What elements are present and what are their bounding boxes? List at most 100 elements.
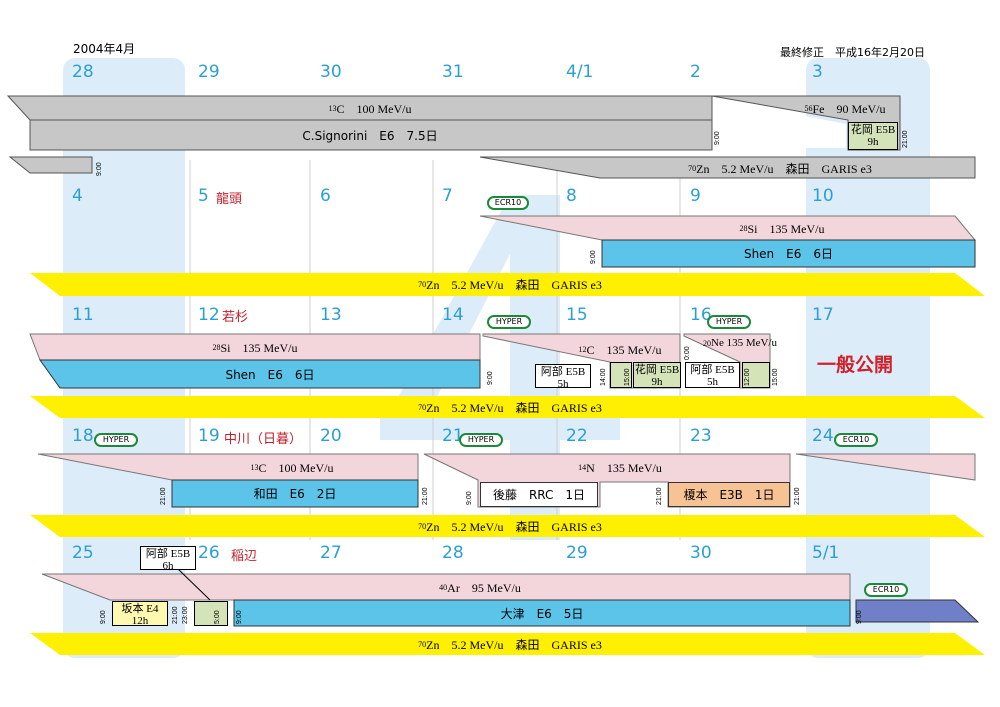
beam-label: C 135 MeV/u	[586, 342, 662, 357]
green-slot-w3a	[610, 362, 632, 388]
exp-name: 花岡 E5B	[634, 364, 680, 376]
day-number: 10	[812, 186, 834, 206]
open-day-label: 一般公開	[817, 354, 894, 376]
exp-name: 坂本 E4	[121, 603, 159, 615]
beam-label: C 100 MeV/u	[336, 101, 412, 116]
hyper-badge-w3b: HYPER	[707, 315, 751, 329]
ecr10-badge-w5: ECR10	[864, 583, 908, 597]
day-number: 20	[320, 426, 342, 446]
mass-number: 13	[250, 462, 259, 472]
beam-label: Zn 5.2 MeV/u 森田 GARIS e3	[696, 161, 872, 176]
holiday-w3: 若杉	[222, 310, 249, 325]
time-label: 9:00	[100, 610, 107, 624]
mass-number: 28	[212, 342, 221, 352]
mass-number: 20	[703, 338, 711, 348]
time-label: 9:00	[236, 610, 243, 624]
day-number: 23	[690, 426, 712, 446]
exp-duration: 12h	[131, 615, 149, 627]
beam-label: Si 135 MeV/u	[747, 221, 825, 236]
enomoto-experiment: 榎本 E3B 1日	[668, 482, 790, 507]
day-number: 15	[566, 305, 588, 325]
day-number: 4	[72, 186, 83, 206]
holiday-w4: 中川（日暮）	[224, 432, 303, 447]
day-number: 7	[442, 186, 453, 206]
day-number: 12	[198, 305, 220, 325]
beam-label: C 100 MeV/u	[258, 460, 334, 475]
day-number: 30	[320, 62, 342, 82]
beam-label: N 135 MeV/u	[586, 460, 662, 475]
day-number: 28	[72, 62, 94, 82]
hyper-badge-w3a: HYPER	[487, 315, 531, 329]
day-number: 27	[320, 543, 342, 563]
day-number: 31	[442, 62, 464, 82]
time-label: 5:00	[214, 610, 221, 624]
day-number: 19	[198, 426, 220, 446]
exp-name: 阿部 E5B	[540, 366, 586, 378]
day-number: 29	[566, 543, 588, 563]
day-number: 21	[442, 426, 464, 446]
time-label: 9:00	[856, 610, 863, 624]
beam-label: Ne 135 MeV/u	[711, 337, 777, 349]
beam-label: Si 135 MeV/u	[220, 340, 298, 355]
day-number: 24	[812, 426, 834, 446]
day-number: 26	[198, 543, 220, 563]
day-number: 8	[566, 186, 577, 206]
green-slot-w3b	[742, 362, 770, 388]
mass-number: 70	[418, 280, 427, 289]
holiday-w2: 龍頭	[216, 192, 243, 207]
day-number: 9	[690, 186, 701, 206]
hyper-badge-w4b: HYPER	[459, 433, 503, 447]
ecr10-badge-w2: ECR10	[487, 196, 529, 210]
exp-name: 阿部 E5B	[690, 364, 735, 376]
beam-label: Fe 90 MeV/u	[812, 101, 886, 116]
mass-number: 70	[688, 163, 697, 173]
c13-experiment: C.Signorini E6 7.5日	[302, 128, 438, 143]
time-label: 21:00	[172, 606, 179, 624]
beam-label: Ar 95 MeV/u	[447, 580, 521, 595]
day-number: 3	[812, 62, 823, 82]
exp-duration: 5h	[557, 378, 569, 390]
mass-number: 14	[578, 462, 587, 472]
mass-number: 70	[418, 521, 427, 531]
mass-number: 13	[328, 103, 337, 113]
mass-number: 12	[578, 344, 587, 354]
day-number: 22	[566, 426, 588, 446]
beam-label: Zn 5.2 MeV/u 森田 GARIS e3	[426, 519, 602, 534]
day-number: 5	[198, 186, 209, 206]
exp-name: 花岡 E5B	[850, 124, 896, 136]
day-number: 29	[198, 62, 220, 82]
exp-duration: 6h	[162, 560, 174, 572]
mass-number: 56	[804, 103, 813, 113]
ecr10-badge-w4: ECR10	[834, 433, 878, 447]
exp-duration: 9h	[867, 136, 879, 148]
exp-duration: 9h	[651, 376, 663, 388]
beam-label: Zn 5.2 MeV/u 森田 GARIS e3	[426, 400, 602, 415]
exp-name: 阿部 E5B	[145, 548, 191, 560]
day-number: 4/1	[566, 62, 594, 82]
goto-experiment: 後藤 RRC 1日	[480, 482, 598, 507]
shen-experiment-w2: Shen E6 6日	[743, 247, 834, 261]
mass-number: 28	[739, 223, 748, 233]
mass-number: 40	[439, 582, 448, 592]
beam-label: Zn 5.2 MeV/u 森田 GARIS e3	[426, 637, 602, 652]
day-number: 2	[690, 62, 701, 82]
beam-label: Zn 5.2 MeV/u 森田 GARIS e3	[426, 278, 602, 292]
day-number: 14	[442, 305, 464, 325]
